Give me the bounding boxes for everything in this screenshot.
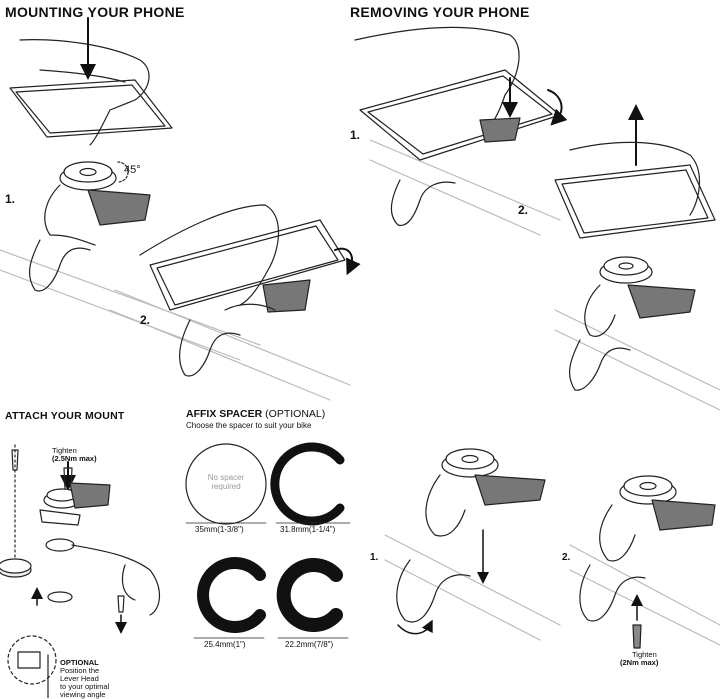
removing-step-2: 2.: [518, 203, 529, 217]
mounting-step2-illustration: [109, 204, 361, 401]
removing-step1-illustration: [354, 26, 568, 236]
spacer-35mm-drawing: [185, 443, 267, 525]
optional-line-2: Lever Head: [60, 674, 99, 683]
mounting-step1-illustration: [0, 17, 261, 361]
affix-title-row: AFFIX SPACER (OPTIONAL): [186, 408, 325, 420]
final-step-1: 1.: [370, 552, 379, 563]
spacer-318mm-drawing: [270, 442, 351, 526]
spacer-318mm-label: 31.8mm(1-1/4"): [280, 525, 336, 534]
spacer-35mm-label: 35mm(1-3/8"): [195, 525, 244, 534]
removing-step-1: 1.: [350, 128, 361, 142]
final-step2-illustration: [569, 475, 720, 649]
attach-mount-illustration: [0, 444, 160, 698]
removing-title: REMOVING YOUR PHONE: [350, 4, 530, 20]
final-step1-illustration: [384, 448, 561, 641]
affix-subtitle: Choose the spacer to suit your bike: [186, 421, 312, 430]
no-spacer-line-2: required: [211, 482, 241, 491]
spacer-222mm-drawing: [276, 558, 349, 639]
spacer-254mm-label: 25.4mm(1"): [204, 640, 246, 649]
optional-line-3: to your optimal: [60, 682, 110, 691]
optional-line-4: viewing angle: [60, 690, 106, 699]
mounting-step-2: 2.: [140, 313, 151, 327]
final-tighten-label: Tighten: [632, 650, 657, 659]
spacer-222mm-label: 22.2mm(7/8"): [285, 640, 334, 649]
no-spacer-line-1: No spacer: [207, 473, 245, 482]
mounting-title: MOUNTING YOUR PHONE: [5, 4, 185, 20]
mounting-step-1: 1.: [5, 192, 16, 206]
attach-tighten-label: Tighten: [52, 446, 77, 455]
final-tighten-value: (2Nm max): [620, 658, 659, 667]
affix-title: AFFIX SPACER: [186, 408, 263, 420]
angle-label: 45°: [124, 164, 141, 176]
attach-tighten-value: (2.5Nm max): [52, 454, 97, 463]
affix-title-suffix: (OPTIONAL): [265, 408, 326, 420]
final-step-2: 2.: [562, 552, 571, 563]
optional-line-1: Position the: [60, 666, 100, 675]
removing-step2-illustration: [554, 104, 720, 411]
spacer-254mm-drawing: [193, 557, 266, 639]
optional-title: OPTIONAL: [60, 658, 99, 667]
attach-title: ATTACH YOUR MOUNT: [5, 410, 125, 422]
